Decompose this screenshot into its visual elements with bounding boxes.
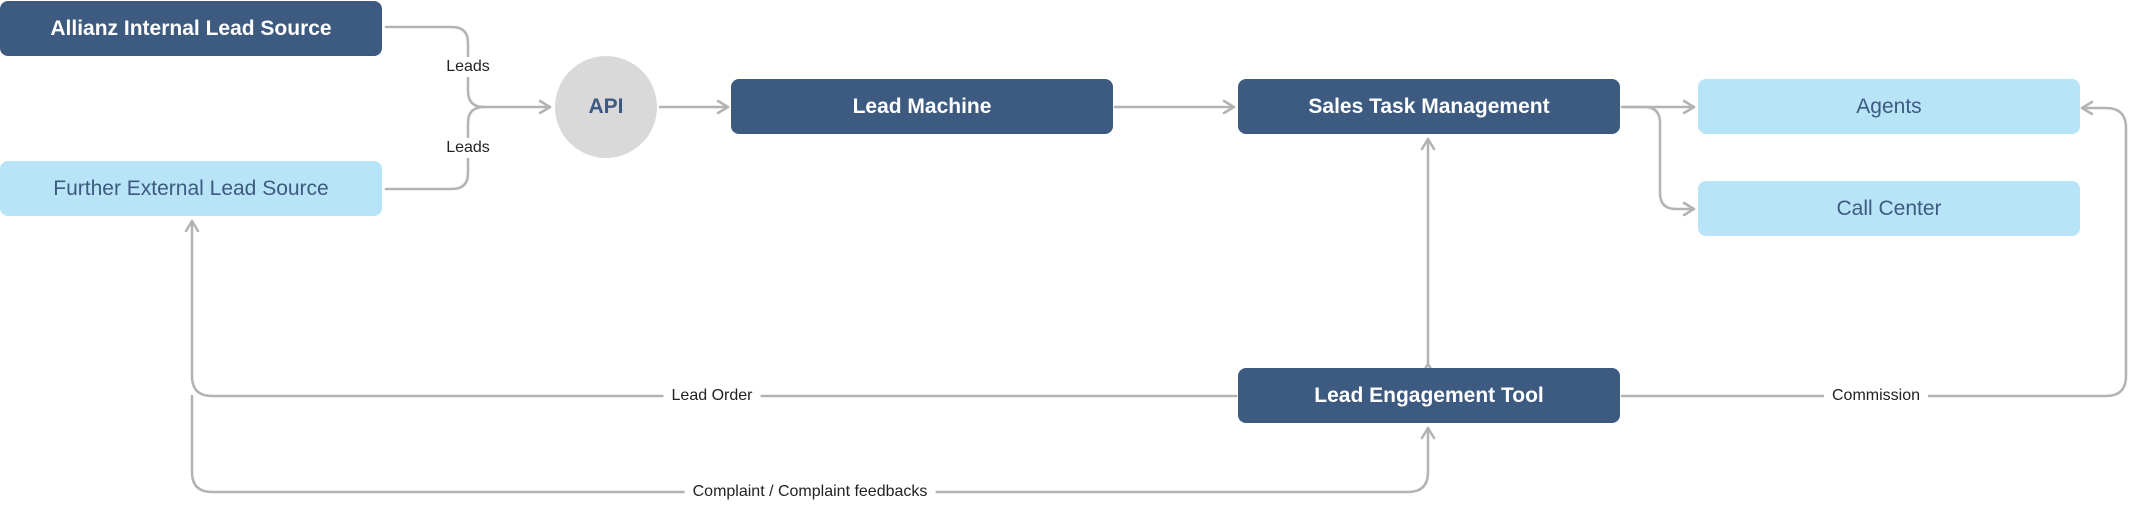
node-call-center: Call Center <box>1698 181 2080 236</box>
node-allianz-internal-lead-source: Allianz Internal Lead Source <box>0 1 382 56</box>
node-agents: Agents <box>1698 79 2080 134</box>
node-lead-machine: Lead Machine <box>731 79 1113 134</box>
node-lead-engagement-tool: Lead Engagement Tool <box>1238 368 1620 423</box>
node-sales-task-management: Sales Task Management <box>1238 79 1620 134</box>
edge-lead-order <box>184 219 1238 398</box>
edge-label-complaint: Complaint / Complaint feedbacks <box>684 482 936 502</box>
node-api: API <box>555 56 657 158</box>
edge-label-leads-bottom: Leads <box>438 138 498 158</box>
edge-sales-task-to-call-center <box>1620 105 1696 217</box>
edge-label-leads-top: Leads <box>438 57 498 77</box>
edge-label-commission: Commission <box>1823 386 1929 406</box>
edge-label-lead-order: Lead Order <box>663 386 761 406</box>
edge-external-to-api <box>384 105 486 191</box>
node-further-external-lead-source: Further External Lead Source <box>0 161 382 216</box>
edge-commission <box>1620 100 2128 398</box>
